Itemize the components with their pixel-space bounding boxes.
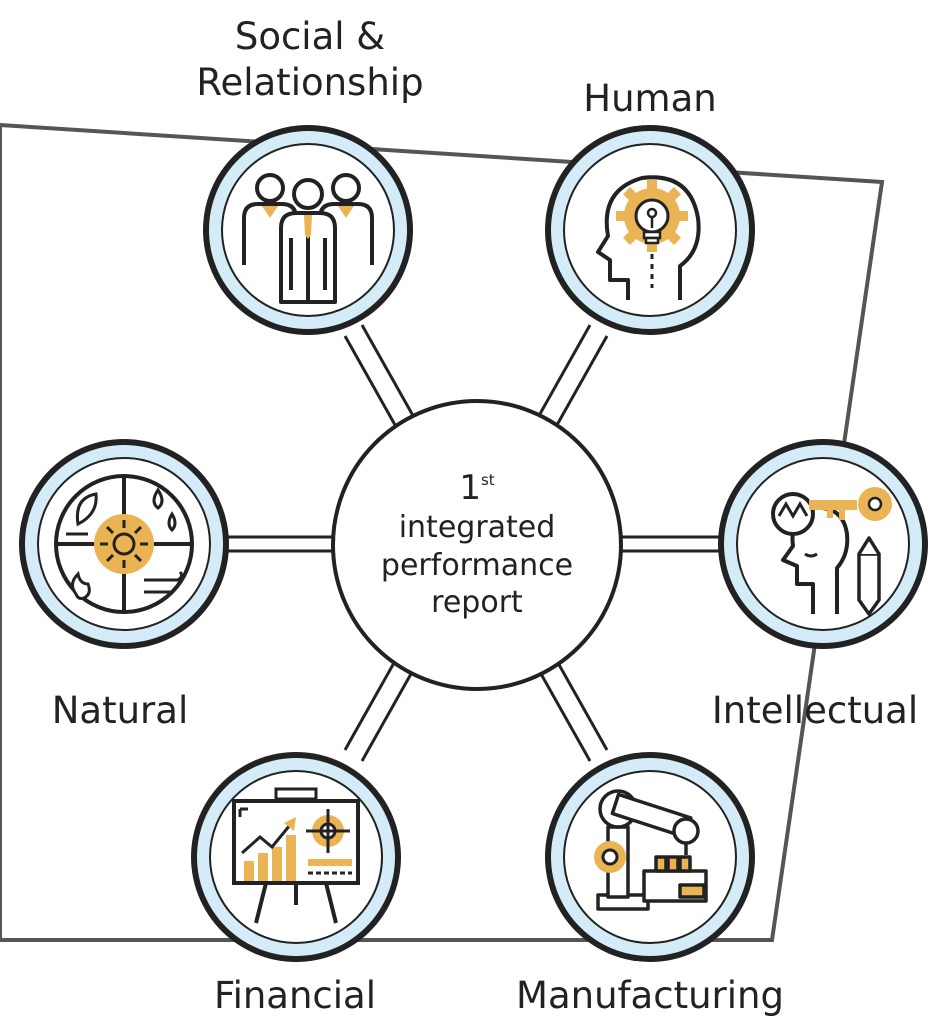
label-financial: Financial xyxy=(213,974,377,1017)
connectors xyxy=(228,324,722,762)
center-line-performance: performance xyxy=(380,547,574,583)
center-ordinal: 1st xyxy=(459,468,494,509)
people-group-icon xyxy=(242,173,374,304)
connector-financial xyxy=(343,653,401,751)
label-human: Human xyxy=(583,77,717,120)
label-social-relationship: Social & Relationship xyxy=(160,14,460,107)
center-line-report: report xyxy=(431,585,523,621)
node-human xyxy=(545,125,755,335)
robot-arm-icon xyxy=(596,789,708,911)
node-natural xyxy=(19,439,229,649)
center-line-integrated: integrated xyxy=(398,510,556,546)
node-financial xyxy=(191,752,401,962)
node-intellectual xyxy=(718,439,928,649)
label-natural: Natural xyxy=(51,689,189,732)
node-social xyxy=(203,125,413,335)
center-circle xyxy=(331,399,623,691)
node-manufacturing xyxy=(545,752,755,962)
connector-social xyxy=(343,335,401,433)
nature-elements-icon xyxy=(54,474,194,614)
head-bulb-key-pencil-icon xyxy=(771,487,892,616)
label-social-line2: Relationship xyxy=(196,61,424,105)
head-lightbulb-gear-icon xyxy=(596,175,701,300)
ordinal-number: 1 xyxy=(459,468,481,509)
connector-human xyxy=(534,324,592,422)
ordinal-suffix: st xyxy=(480,471,495,490)
label-intellectual: Intellectual xyxy=(711,689,919,732)
presentation-chart-icon xyxy=(232,787,360,924)
label-social-line1: Social & xyxy=(234,15,386,58)
label-manufacturing: Manufacturing xyxy=(516,974,784,1017)
connector-manufacturing xyxy=(534,664,592,762)
center-label: 1st integrated performance report xyxy=(334,425,620,665)
